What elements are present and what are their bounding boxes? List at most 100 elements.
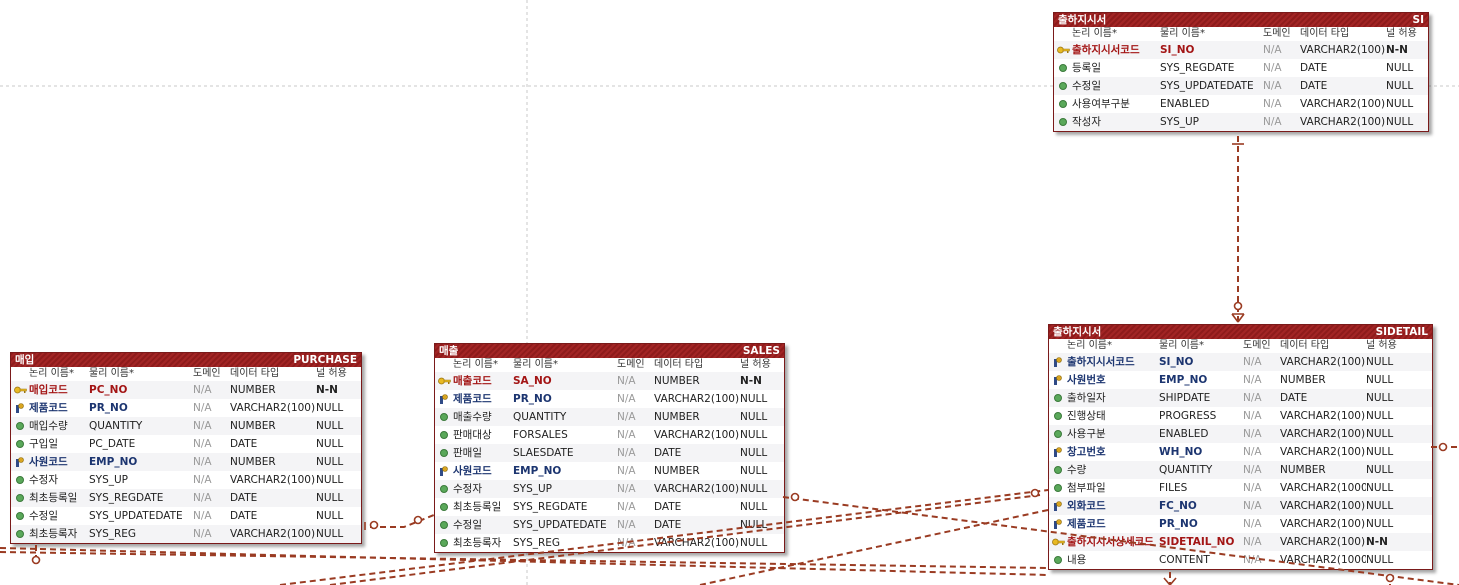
attribute-logical-name: 출하지시서상세코드 bbox=[1067, 536, 1154, 548]
crow-foot-marker bbox=[1231, 313, 1245, 323]
attribute-logical-name: 매출코드 bbox=[453, 375, 492, 387]
attribute-domain: N/A bbox=[617, 483, 636, 495]
attribute-physical-name: QUANTITY bbox=[513, 411, 567, 423]
attribute-datatype: VARCHAR2(100) bbox=[1280, 410, 1366, 422]
attribute-nullable: NULL bbox=[1366, 464, 1394, 476]
attribute-logical-name: 등록일 bbox=[1072, 62, 1101, 74]
attribute-physical-name: SYS_UPDATEDATE bbox=[89, 510, 183, 522]
attribute-logical-name: 수정자 bbox=[453, 483, 482, 495]
attribute-datatype: NUMBER bbox=[654, 375, 700, 387]
optional-circle-marker bbox=[790, 492, 800, 502]
attribute-datatype: NUMBER bbox=[654, 411, 700, 423]
attribute-logical-name: 매출수량 bbox=[453, 411, 492, 423]
optional-circle-marker bbox=[1438, 442, 1448, 452]
attribute-dot-icon bbox=[11, 417, 29, 435]
key-icon bbox=[1049, 533, 1067, 551]
attribute-physical-name: FC_NO bbox=[1159, 500, 1197, 512]
attribute-datatype: NUMBER bbox=[1280, 374, 1326, 386]
attribute-dot-icon bbox=[435, 516, 453, 534]
attribute-datatype: NUMBER bbox=[230, 420, 276, 432]
attribute-nullable: NULL bbox=[1386, 62, 1414, 74]
relationship-line-b bbox=[0, 551, 1049, 569]
attribute-physical-name: SI_NO bbox=[1160, 44, 1195, 56]
attribute-datatype: DATE bbox=[1300, 62, 1328, 74]
attribute-datatype: VARCHAR2(100) bbox=[230, 402, 316, 414]
header-datatype: 데이터 타입 bbox=[654, 359, 704, 370]
attribute-nullable: NULL bbox=[1386, 98, 1414, 110]
attribute-datatype: VARCHAR2(100) bbox=[1300, 44, 1386, 56]
attribute-domain: N/A bbox=[193, 420, 212, 432]
attribute-dot-icon bbox=[11, 525, 29, 543]
header-physical-name: 물리 이름* bbox=[513, 359, 558, 370]
header-domain: 도메인 bbox=[193, 368, 221, 379]
foreign-key-icon bbox=[1049, 371, 1067, 389]
attribute-domain: N/A bbox=[193, 492, 212, 504]
attribute-physical-name: QUANTITY bbox=[1159, 464, 1213, 476]
attribute-physical-name: ENABLED bbox=[1160, 98, 1210, 110]
attribute-nullable: N-N bbox=[316, 384, 338, 396]
attribute-physical-name: SYS_UP bbox=[89, 474, 129, 486]
attribute-domain: N/A bbox=[617, 465, 636, 477]
attribute-nullable: NULL bbox=[316, 438, 344, 450]
attribute-dot-icon bbox=[435, 444, 453, 462]
header-logical-name: 논리 이름* bbox=[1067, 340, 1112, 351]
attribute-logical-name: 출하지시서코드 bbox=[1072, 44, 1140, 56]
attribute-logical-name: 출하지시서코드 bbox=[1067, 356, 1135, 368]
attribute-domain: N/A bbox=[1263, 62, 1282, 74]
attribute-nullable: NULL bbox=[740, 411, 768, 423]
attribute-datatype: DATE bbox=[654, 447, 682, 459]
attribute-nullable: NULL bbox=[316, 456, 344, 468]
attribute-domain: N/A bbox=[193, 528, 212, 540]
attribute-domain: N/A bbox=[617, 501, 636, 513]
entity-logical-name: 매입 bbox=[15, 354, 35, 366]
header-logical-name: 논리 이름* bbox=[1072, 28, 1117, 39]
attribute-nullable: NULL bbox=[1366, 446, 1394, 458]
